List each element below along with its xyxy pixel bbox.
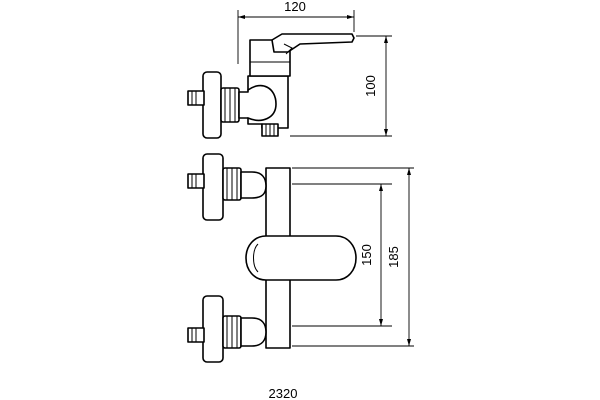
side-view: 120 100 [187, 0, 392, 139]
dim-width-top: 120 [284, 0, 306, 14]
front-lever-handle [245, 235, 357, 281]
front-view: 150 185 [187, 153, 414, 363]
dim-inner-height: 150 [359, 244, 374, 266]
side-lever-handle [271, 33, 355, 53]
front-lower-connector [240, 317, 267, 347]
dim-outer-height: 185 [386, 246, 401, 268]
front-upper-connector [240, 171, 267, 199]
side-wall-flange [202, 71, 222, 139]
front-upper-wall-flange [202, 153, 224, 221]
dim-height-top: 100 [363, 75, 378, 97]
model-number: 2320 [269, 386, 298, 400]
front-lower-wall-flange [202, 295, 224, 363]
